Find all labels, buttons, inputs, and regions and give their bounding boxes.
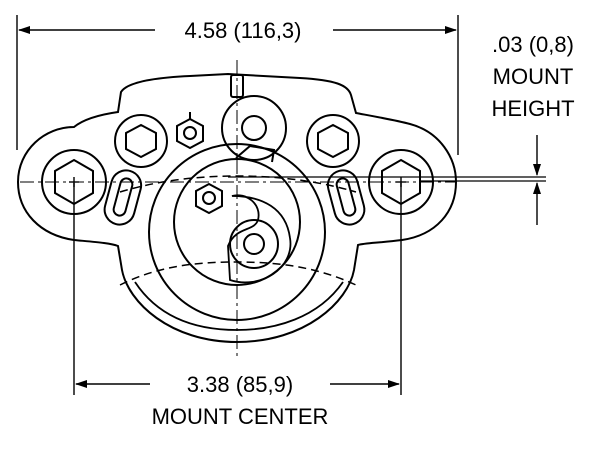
mount-center-marks xyxy=(69,177,406,187)
left-mount-bolt-hex xyxy=(54,158,94,206)
left-slot-outer xyxy=(103,169,143,226)
top-port-hole xyxy=(241,115,267,141)
center-cam-hole xyxy=(243,233,265,255)
mount-height-label-height: HEIGHT xyxy=(491,96,574,121)
left-slot-inner xyxy=(112,177,134,217)
left-bridge-bolt-hex xyxy=(125,123,157,159)
mount-center-value: 3.38 (85,9) xyxy=(187,372,293,397)
center-cam xyxy=(227,194,292,284)
right-slot-inner xyxy=(335,177,357,217)
caliper-outline xyxy=(16,72,458,344)
mount-height-label-mount: MOUNT xyxy=(493,64,574,89)
mount-center-dimension: 3.38 (85,9) MOUNT CENTER xyxy=(73,183,402,429)
mount-height-dimension: .03 (0,8) MOUNT HEIGHT xyxy=(228,32,575,225)
upper-arc-dashed xyxy=(119,175,357,193)
right-slot-outer xyxy=(326,169,366,226)
right-bridge-bolt-hex xyxy=(317,123,349,159)
right-mount-bolt-hex xyxy=(381,158,421,206)
left-bridge-bolt-ring xyxy=(114,114,168,168)
overall-width-label: 4.58 (116,3) xyxy=(184,18,301,43)
right-bridge-bolt-ring xyxy=(306,114,360,168)
center-cam-outer xyxy=(229,219,279,269)
mount-center-label: MOUNT CENTER xyxy=(152,404,329,429)
bleeder-nut-center xyxy=(195,182,223,215)
mount-height-value: .03 (0,8) xyxy=(492,32,574,57)
port-tab xyxy=(235,144,276,163)
bleeder-nut-top xyxy=(176,112,204,150)
centerlines xyxy=(20,60,456,360)
top-port-boss xyxy=(221,95,287,161)
overall-width-dimension: 4.58 (116,3) xyxy=(16,15,459,155)
